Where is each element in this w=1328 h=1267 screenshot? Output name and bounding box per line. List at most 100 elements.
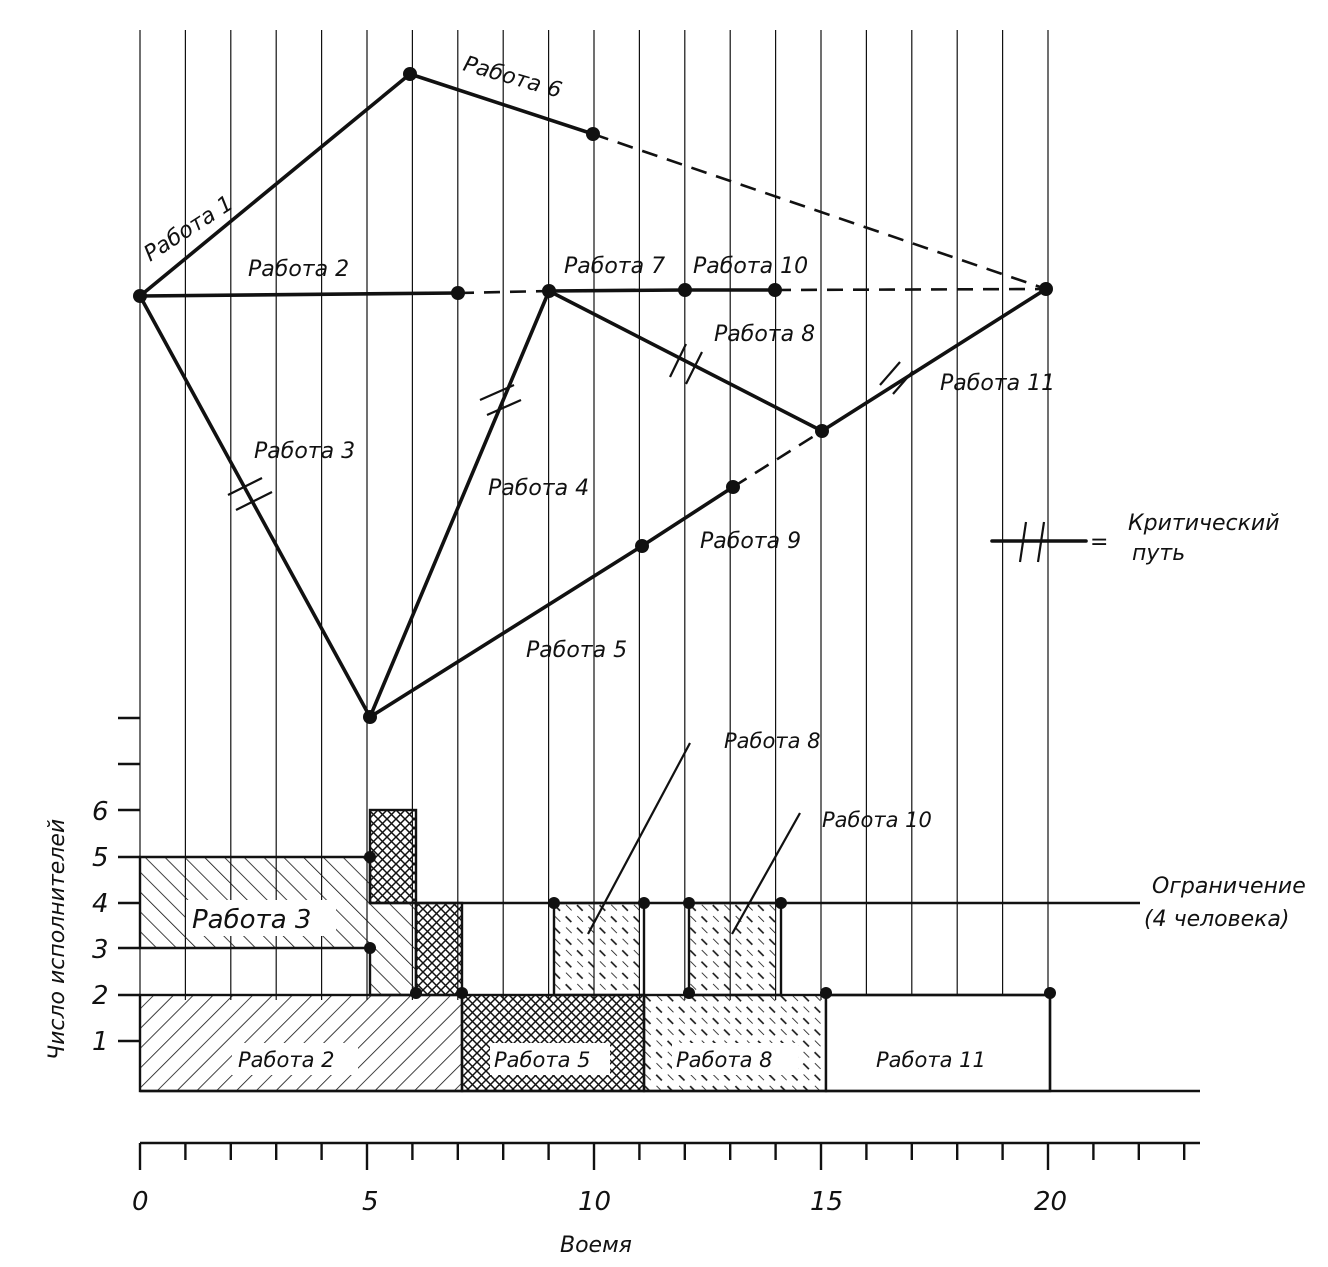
callout-label-work-10: Работа 10 <box>822 808 932 832</box>
time-tick-label-0: 0 <box>132 1187 149 1217</box>
legend-title: Критический <box>1128 511 1280 536</box>
edge-work-9-dummy <box>732 429 823 489</box>
event-node <box>635 539 649 553</box>
time-tick-label-5: 5 <box>362 1187 379 1217</box>
edge-work-6-dummy <box>592 132 1047 291</box>
event-node <box>586 127 600 141</box>
critical-path-marks <box>227 343 914 511</box>
event-node <box>726 480 740 494</box>
critical-mark <box>892 370 914 395</box>
edge-work-3 <box>138 294 372 719</box>
label-backdrop <box>232 1043 358 1075</box>
event-node <box>363 710 377 724</box>
dot <box>683 897 695 909</box>
time-grid <box>139 30 1049 1091</box>
time-tick-label-10: 10 <box>578 1187 611 1217</box>
label-work-5: Работа 5 <box>526 638 627 663</box>
block-label-work-11: Работа 11 <box>876 1048 986 1072</box>
network-nodes <box>133 67 1053 724</box>
dot <box>1044 987 1056 999</box>
network-edges <box>138 72 1048 719</box>
block-label-work-3: Работа 3 <box>192 905 311 935</box>
label-work-4: Работа 4 <box>488 476 589 501</box>
block-work-11 <box>824 993 1052 1093</box>
block-label-work-2: Работа 2 <box>238 1048 334 1072</box>
dot <box>775 897 787 909</box>
event-node <box>678 283 692 297</box>
label-work-3: Работа 3 <box>254 439 355 464</box>
time-axis: 0 5 10 15 20 Воемя <box>132 1141 1200 1258</box>
legend-equals: = <box>1090 530 1108 555</box>
critical-mark <box>486 398 522 417</box>
label-work-2: Работа 2 <box>248 257 349 282</box>
label-backdrop <box>490 1043 610 1075</box>
y-tick-label-5: 5 <box>92 843 109 873</box>
time-tick-label-20: 20 <box>1034 1187 1067 1217</box>
block-work-4-lower <box>414 901 464 997</box>
edge-work-1 <box>138 72 412 298</box>
resource-histogram: Работа 3 Работа 2 Работа 5 Работа 8 Рабо… <box>138 729 1306 1093</box>
callout-leader-work-10 <box>731 812 801 935</box>
block-label-work-8: Работа 8 <box>676 1048 772 1072</box>
network-labels: Работа 1 Работа 2 Работа 3 Работа 4 Рабо… <box>140 52 1055 663</box>
event-node <box>451 286 465 300</box>
callout-leader-work-8 <box>587 742 691 935</box>
critical-path-legend: = Критический путь <box>990 511 1280 566</box>
edge-work-6 <box>408 72 595 136</box>
dot <box>364 851 376 863</box>
label-work-11: Работа 11 <box>940 371 1055 396</box>
callout-label-work-8: Работа 8 <box>724 729 820 753</box>
event-node <box>403 67 417 81</box>
dot <box>410 987 422 999</box>
label-work-10: Работа 10 <box>693 254 808 279</box>
histogram-dots <box>364 851 1056 999</box>
dot <box>456 987 468 999</box>
y-tick-label-1: 1 <box>92 1027 109 1057</box>
critical-mark <box>235 491 273 511</box>
event-node <box>133 289 147 303</box>
block-work-10 <box>687 901 783 997</box>
edge-work-9 <box>640 485 735 548</box>
label-work-8: Работа 8 <box>714 322 815 347</box>
y-tick-label-2: 2 <box>92 981 109 1011</box>
block-work-8-upper <box>552 901 646 997</box>
legend-mark <box>1036 521 1046 563</box>
y-tick-label-4: 4 <box>92 889 109 919</box>
dot <box>548 897 560 909</box>
block-label-work-5: Работа 5 <box>494 1048 590 1072</box>
edge-work-2-dummy <box>457 289 550 295</box>
limit-label: Ограничение <box>1152 874 1306 899</box>
edge-work-8 <box>547 289 824 433</box>
critical-mark <box>669 343 687 378</box>
edge-work-11 <box>820 287 1048 433</box>
y-tick-label-6: 6 <box>92 797 109 827</box>
label-work-7: Работа 7 <box>564 254 665 279</box>
edge-work-7 <box>547 288 687 293</box>
event-node <box>1039 282 1053 296</box>
time-tick-label-15: 15 <box>810 1187 843 1217</box>
critical-mark <box>685 351 703 385</box>
dot <box>364 942 376 954</box>
dot <box>638 897 650 909</box>
dot <box>683 987 695 999</box>
people-axis: 1 2 3 4 5 6 Число исполнителей <box>45 716 140 1060</box>
event-node <box>542 284 556 298</box>
label-work-9: Работа 9 <box>700 529 801 554</box>
edge-work-4 <box>368 289 551 719</box>
y-axis-title: Число исполнителей <box>45 819 70 1060</box>
time-ticks <box>138 1143 1186 1170</box>
event-node <box>768 283 782 297</box>
critical-mark <box>879 361 901 386</box>
y-tick-label-3: 3 <box>92 935 109 965</box>
dot <box>820 987 832 999</box>
block-work-4-upper <box>368 808 418 905</box>
legend-subtitle: путь <box>1132 541 1185 566</box>
label-backdrop <box>186 900 336 936</box>
edge-work-10-dummy <box>774 287 1047 292</box>
critical-mark <box>479 383 515 402</box>
edge-work-2 <box>138 291 460 298</box>
label-backdrop <box>672 1043 798 1075</box>
legend-mark <box>1018 521 1028 563</box>
event-node <box>815 424 829 438</box>
